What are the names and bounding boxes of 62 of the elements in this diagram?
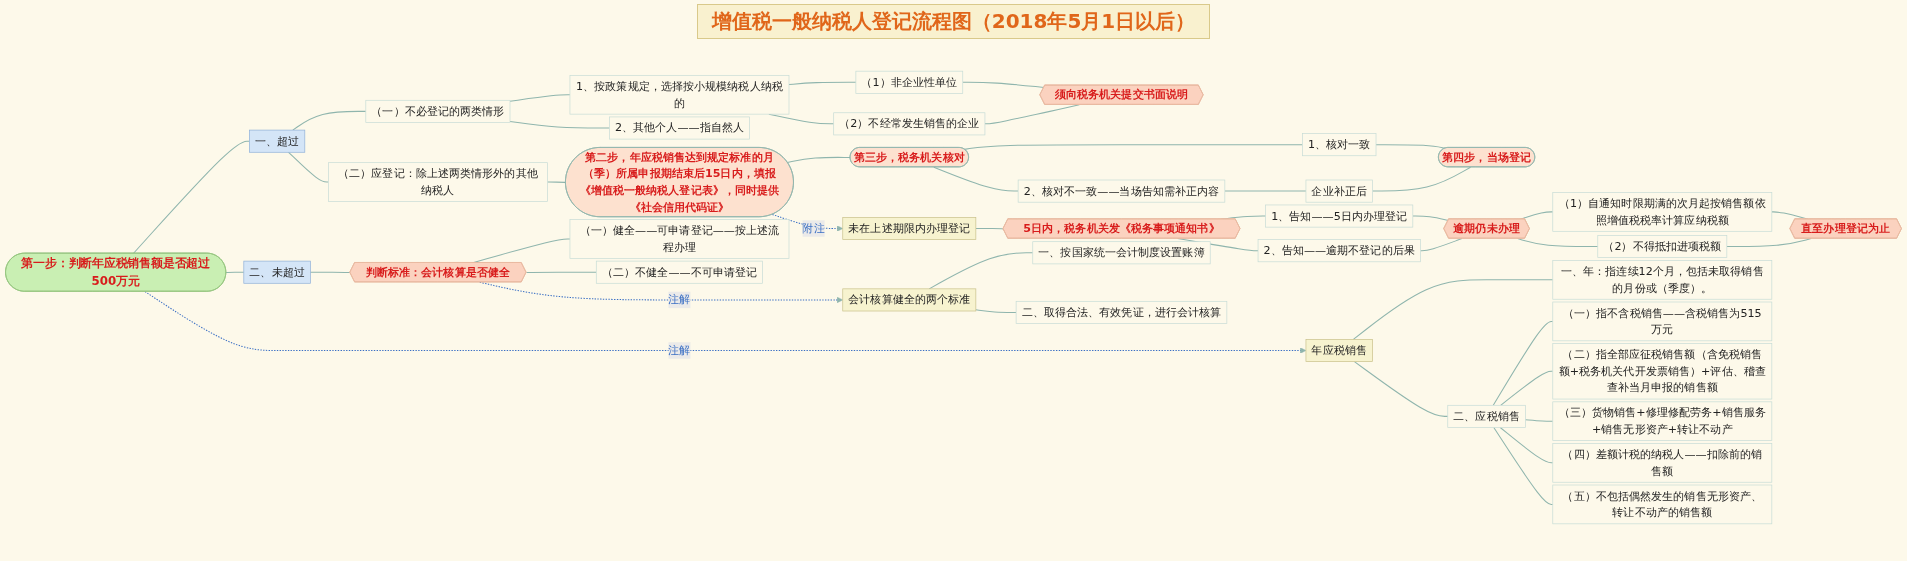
node-box: （一）健全——可申请登记——按上述流程办理	[569, 219, 790, 259]
connector	[132, 140, 250, 254]
connector	[292, 110, 367, 131]
node-box: （1）自通知时限期满的次月起按销售额依照增值税税率计算应纳税额	[1552, 192, 1773, 232]
node-box: （二）指全部应征税销售额（含免税销售额+税务机关代开发票销售）+评估、稽查查补当月申报的销售额	[1552, 343, 1773, 400]
node-box: 1、告知——5日内办理登记	[1265, 204, 1414, 228]
connector	[1493, 426, 1554, 505]
connector	[546, 181, 567, 183]
node-box: （2）不得抵扣进项税额	[1597, 235, 1728, 258]
connector	[788, 81, 857, 86]
node-box: 二、取得合法、有效凭证，进行会计核算	[1015, 300, 1228, 324]
connector	[1492, 320, 1554, 406]
node-box: 会计核算健全的两个标准	[842, 288, 977, 312]
connector	[1352, 279, 1554, 340]
node-box: （五）不包括偶然发生的销售无形资产、转让不动产的销售额	[1552, 484, 1773, 525]
node-box: 1、核对一致	[1302, 133, 1377, 157]
diagram-title: 增值税一般纳税人登记流程图（2018年5月1日以后）	[696, 4, 1211, 39]
node-box: （二）应登记：除上述两类情形外的其他纳税人	[328, 162, 548, 202]
connector	[962, 81, 1045, 88]
node-box: 年应税销售	[1305, 339, 1373, 362]
connector	[928, 252, 1034, 290]
node-box: 企业补正后	[1305, 179, 1373, 203]
connector	[1499, 426, 1554, 464]
connector	[225, 271, 245, 274]
connector	[1500, 370, 1554, 406]
node-box: 一、按国家统一会计制度设置账簿	[1032, 241, 1211, 265]
connector	[975, 228, 1004, 230]
edge-label: 附注	[802, 221, 825, 235]
connector	[1371, 166, 1472, 192]
node-box: （2）不经常发生销售的企业	[833, 112, 986, 136]
node-box: 2、核对不一致——当场告知需补正内容	[1017, 179, 1226, 203]
node-box: 二、应税销售	[1447, 404, 1526, 428]
connector	[509, 94, 571, 102]
connector	[975, 309, 1017, 313]
node-box: （一）不必登记的两类情形	[365, 99, 511, 123]
connector	[1375, 144, 1446, 149]
edge-label: 注解	[668, 343, 691, 357]
connector	[509, 120, 610, 129]
connector	[964, 144, 1303, 150]
connector	[1353, 361, 1449, 417]
connector	[1224, 190, 1307, 192]
node-box: 二、未超过	[243, 260, 311, 284]
node-box: 未在上述期限内办理登记	[842, 217, 977, 240]
connector	[1412, 215, 1449, 221]
node-box: （1）非企业性单位	[855, 70, 964, 94]
node-box: 2、告知——逾期不登记的后果	[1257, 239, 1421, 263]
connector	[1524, 419, 1554, 422]
connector	[309, 271, 351, 274]
node-box: （二）不健全——不可申请登记	[595, 260, 763, 284]
connector	[786, 156, 851, 163]
arrow	[144, 291, 1307, 354]
connector	[933, 166, 1019, 192]
connector	[525, 271, 597, 274]
node-box: （四）差额计税的纳税人——扣除前的销售额	[1552, 443, 1773, 483]
node-box: （一）指不含税销售——含税销售为515万元	[1552, 301, 1773, 342]
connector	[288, 151, 329, 183]
edge-label: 注解	[668, 292, 691, 307]
node-box: 1、按政策规定，选择按小规模纳税人纳税的	[569, 75, 790, 115]
node-box: （三）货物销售+修理修配劳务+销售服务+销售无形资产+转让不动产	[1552, 401, 1773, 441]
node-box: 一、超过	[249, 129, 306, 153]
node-box: 一、年：指连续12个月，包括未取得销售的月份或（季度）。	[1552, 260, 1773, 300]
node-box: 2、其他个人——指自然人	[609, 116, 750, 140]
